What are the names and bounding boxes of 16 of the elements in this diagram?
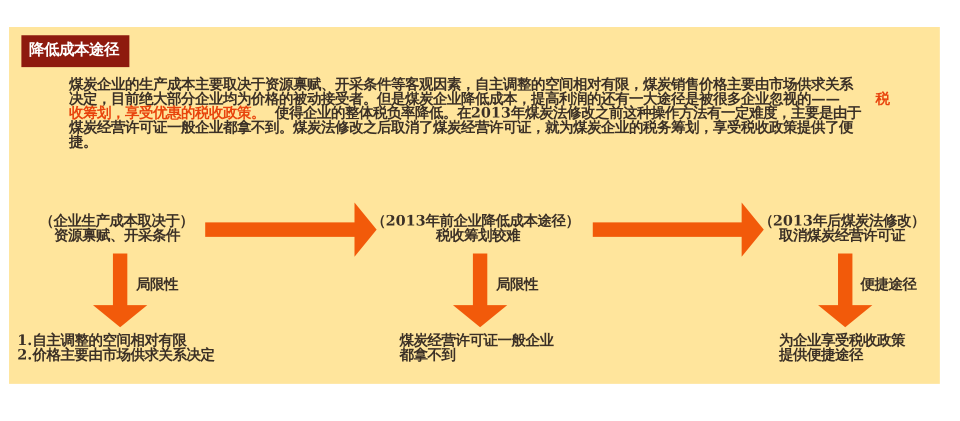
diagram-title: 降低成本途径 <box>29 40 120 58</box>
edge-label: 便捷途径 <box>860 275 917 292</box>
arrow <box>592 202 764 256</box>
arrow <box>818 253 872 327</box>
edge-label: 局限性 <box>136 275 178 292</box>
arrow <box>205 202 377 256</box>
node-text: （2013年后煤炭法修改） 取消煤炭经营许可证 <box>758 212 925 244</box>
node-text: 为企业享受税收政策提供便捷途径 <box>778 332 905 363</box>
node-text: 1.自主调整的空间相对有限 2.价格主要由市场供求关系决定 <box>17 332 214 363</box>
node-text: 煤炭经营许可证一般企业都拿不到 <box>399 332 554 363</box>
node-text: （企业生产成本取决于） 资源禀赋、开采条件 <box>39 212 194 244</box>
arrow <box>92 253 148 327</box>
node-text: （2013年前企业降低成本途径） 税收筹划较难 <box>372 212 580 244</box>
edge-label: 局限性 <box>496 275 538 292</box>
label: 煤炭企业的生产成本主要取决于资源禀赋、开采条件等客观因素，自主调整的空间相对有限，煤炭销售价格主要由市场供求关系决定，目前绝大部分企业均为价格的被动接受者。但是煤炭企业降低成本，提高利润的还有一大途径是被很多企业忽视的——税收筹划，享受优惠的税收政策。使得企业的整体税负率降低。在2013年煤炭法修改之前这种操作方法有一定难度，主要是由于煤炭经营许可证一般企业都拿不到。煤炭法修改之后取消了煤炭经营许可证，就为煤炭企业的税务筹划，享受税收政策提供了便捷。 <box>69 75 890 150</box>
arrow <box>452 253 508 327</box>
